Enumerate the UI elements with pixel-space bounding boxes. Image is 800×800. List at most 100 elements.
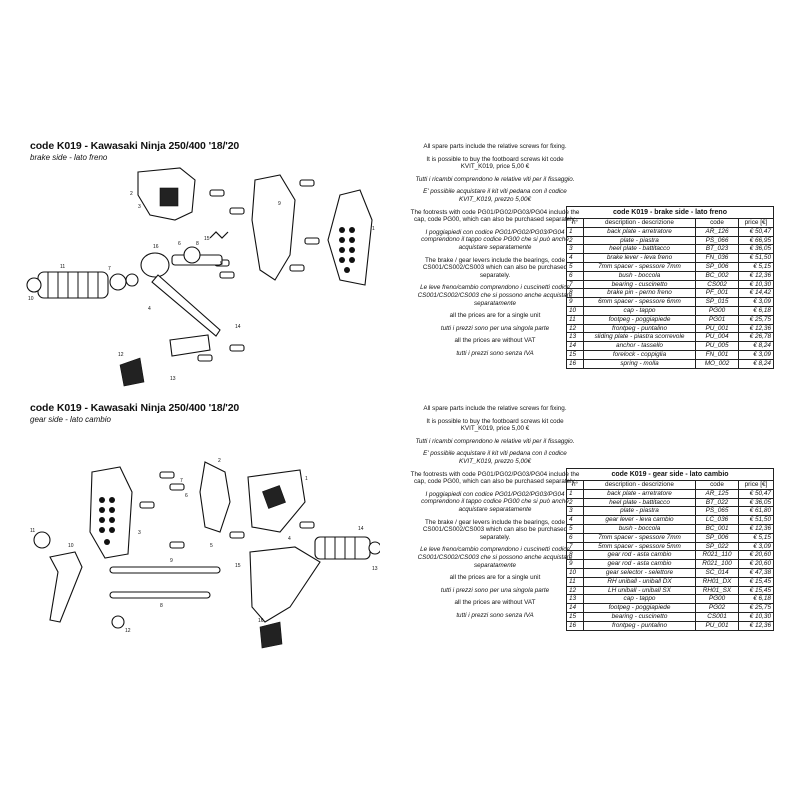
cell-code: PG00 bbox=[695, 594, 739, 605]
cell-description: footpeg - poggiapiede bbox=[583, 603, 696, 613]
cell-price: € 36,05 bbox=[738, 244, 774, 255]
cell-price: € 51,50 bbox=[738, 253, 774, 263]
gear-label-6: 6 bbox=[185, 493, 188, 499]
brake-note-3: E' possibile acquistare il kit viti peda… bbox=[423, 188, 567, 203]
cell-description: footpeg - poggiapiede bbox=[583, 314, 696, 325]
cell-price: € 66,95 bbox=[738, 235, 774, 246]
cell-description: gear selector - selettore bbox=[583, 567, 696, 578]
cell-price: € 10,30 bbox=[738, 279, 774, 290]
cell-code: BT_023 bbox=[695, 244, 739, 255]
brake-note-1: It is possible to buy the footboard scre… bbox=[426, 155, 564, 171]
gear-note-9: tutti i prezzi sono per una singola part… bbox=[440, 586, 550, 594]
gear-note-10: all the prices are without VAT bbox=[454, 599, 536, 607]
cell-code: SP_006 bbox=[695, 532, 739, 543]
cell-num: 2 bbox=[566, 497, 584, 508]
cell-num: 6 bbox=[566, 532, 584, 543]
gear-part-labels: 3 2 1 14 13 4 15 16 9 8 10 11 12 5 6 7 bbox=[30, 458, 378, 634]
brake-section-title: code K019 - Kawasaki Ninja 250/400 '18/'… bbox=[30, 140, 240, 152]
cell-code: BT_022 bbox=[695, 497, 739, 508]
brake-table-header-row: n° description - descrizione code price … bbox=[566, 218, 774, 228]
cell-num: 14 bbox=[566, 603, 584, 613]
gear-uniball-right bbox=[111, 615, 125, 629]
brake-note-9: tutti i prezzi sono per una singola part… bbox=[440, 324, 550, 332]
gear-selector-shape bbox=[49, 551, 83, 623]
cell-price: € 20,60 bbox=[738, 559, 774, 569]
cell-price: € 50,47 bbox=[738, 226, 774, 237]
gear-table-caption: code K019 - gear side - lato cambio bbox=[566, 468, 774, 481]
cell-code: PU_004 bbox=[695, 332, 739, 343]
gear-lever-shape bbox=[249, 546, 321, 623]
gear-col-code: code bbox=[695, 480, 739, 490]
cell-code: CS001 bbox=[695, 611, 739, 622]
brake-footpeg-shape bbox=[26, 271, 109, 299]
gear-col-num: n° bbox=[566, 480, 584, 490]
cell-num: 1 bbox=[566, 226, 584, 237]
gear-label-14: 14 bbox=[358, 526, 364, 532]
cell-price: € 15,45 bbox=[738, 576, 774, 587]
cell-num: 16 bbox=[566, 358, 584, 369]
cell-num: 11 bbox=[566, 576, 584, 587]
gear-screws bbox=[139, 471, 315, 549]
cell-num: 9 bbox=[566, 297, 584, 307]
gear-label-12: 12 bbox=[125, 628, 131, 634]
cell-num: 4 bbox=[566, 515, 584, 525]
brake-plate-shape bbox=[327, 189, 373, 286]
brake-note-11: tutti i prezzi sono senza IVA bbox=[456, 349, 534, 357]
brake-note-5: I poggiapiedi con codice PG01/PG02/PG03/… bbox=[421, 228, 569, 251]
cell-code: PU_001 bbox=[695, 620, 739, 631]
brake-note-2: Tutti i ricambi comprendono le relative … bbox=[415, 175, 575, 183]
brake-label-16: 16 bbox=[153, 244, 159, 250]
cell-price: € 3,09 bbox=[738, 541, 774, 552]
cell-price: € 12,36 bbox=[738, 523, 774, 534]
gear-note-8: all the prices are for a single unit bbox=[449, 574, 541, 582]
cell-description: brake pin - perno freno bbox=[583, 288, 696, 299]
cell-num: 7 bbox=[566, 279, 584, 290]
brake-label-12: 12 bbox=[118, 352, 124, 358]
cell-price: € 6,18 bbox=[738, 305, 774, 316]
cell-description: heel plate - battitacco bbox=[583, 497, 696, 508]
cell-description: RH uniball - uniball DX bbox=[583, 576, 696, 587]
cell-code: R021_110 bbox=[695, 550, 739, 561]
gear-label-13: 13 bbox=[372, 566, 378, 572]
gear-section-subtitle: gear side - lato cambio bbox=[30, 415, 111, 424]
cell-description: back plate - arretratore bbox=[583, 226, 696, 237]
cell-description: cap - tappo bbox=[583, 305, 696, 316]
gear-note-7: Le leve freno/cambio comprendono i cusci… bbox=[417, 546, 573, 569]
gear-notes: All spare parts include the relative scr… bbox=[410, 405, 580, 624]
cell-code: AR_126 bbox=[695, 226, 739, 237]
brake-bearing-shape bbox=[125, 273, 139, 287]
gear-note-0: All spare parts include the relative scr… bbox=[423, 405, 567, 412]
cell-price: € 8,24 bbox=[738, 358, 774, 369]
cell-code: CS002 bbox=[695, 279, 739, 290]
gear-label-9: 9 bbox=[170, 558, 173, 564]
cell-price: € 6,18 bbox=[738, 594, 774, 605]
cell-code: MO_002 bbox=[695, 358, 739, 369]
cell-num: 3 bbox=[566, 506, 584, 517]
cell-num: 12 bbox=[566, 585, 584, 596]
cell-num: 15 bbox=[566, 611, 584, 622]
brake-label-15: 15 bbox=[204, 236, 210, 242]
gear-note-11: tutti i prezzi sono senza IVA bbox=[456, 611, 534, 619]
cell-code: PU_005 bbox=[695, 341, 739, 351]
cell-price: € 36,05 bbox=[738, 497, 774, 508]
gear-note-6: The brake / gear levers include the bear… bbox=[422, 518, 568, 541]
cell-code: R021_100 bbox=[695, 559, 739, 569]
gear-parts-table: code K019 - gear side - lato cambio n° d… bbox=[566, 468, 774, 631]
cell-price: € 14,42 bbox=[738, 288, 774, 299]
cell-code: PG01 bbox=[695, 314, 739, 325]
cell-num: 6 bbox=[566, 270, 584, 281]
